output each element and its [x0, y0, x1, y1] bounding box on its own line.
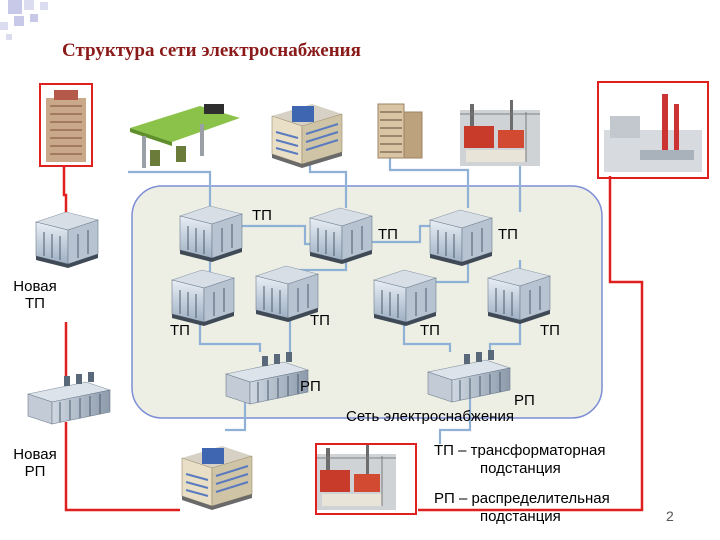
residential-tower-picture — [39, 83, 93, 167]
tp-label: ТП — [252, 207, 272, 224]
apartment-tower-picture — [377, 103, 423, 159]
rp-label: РП — [514, 392, 535, 409]
power-plant-picture — [597, 81, 709, 179]
tp-label: ТП — [540, 322, 560, 339]
tp-label: ТП — [498, 226, 518, 243]
new-rp-label: Новая РП — [8, 446, 62, 480]
factory-picture — [459, 99, 541, 167]
tp-label: ТП — [378, 226, 398, 243]
line-newrp-office — [64, 422, 180, 512]
line-tp4-rp1 — [198, 324, 262, 352]
tp-label: ТП — [420, 322, 440, 339]
line-tp7-rp2 — [488, 322, 522, 352]
rp-label: РП — [300, 378, 321, 395]
gas-station-picture — [130, 104, 240, 168]
tp-icon — [171, 269, 235, 327]
new-tp-label-line1: Новая — [13, 278, 57, 295]
legend-tp-line1: ТП – трансформаторная — [434, 442, 606, 459]
legend-tp-line2: подстанция — [480, 460, 561, 477]
line-house-newtp — [62, 166, 68, 222]
new-rp-label-line2: РП — [24, 463, 46, 480]
new-rp-label-line1: Новая — [13, 446, 57, 463]
line-rp1-office — [225, 400, 247, 432]
tp-icon — [309, 207, 373, 265]
legend-rp-line2: подстанция — [480, 508, 561, 525]
tp-icon — [429, 209, 493, 267]
tp-label: ТП — [170, 322, 190, 339]
line-station-tp1 — [128, 170, 212, 208]
tp-icon — [179, 205, 243, 263]
page-title: Структура сети электроснабжения — [62, 40, 361, 61]
line-plant-factory — [418, 176, 644, 512]
new-tp-label: Новая ТП — [8, 278, 62, 312]
tp-icon — [487, 267, 551, 325]
legend-rp-line1: РП – распределительная — [434, 490, 610, 507]
network-caption: Сеть электроснабжения — [346, 408, 514, 425]
legend-rp: РП – распределительная подстанция — [434, 490, 610, 526]
new-office-building-picture — [181, 445, 253, 511]
new-tp-label-line2: ТП — [25, 295, 45, 312]
new-rp-icon — [27, 371, 111, 425]
new-tp-icon — [35, 211, 99, 269]
office-building-picture — [271, 103, 343, 169]
tp-icon — [255, 265, 319, 323]
legend-tp: ТП – трансформаторная подстанция — [434, 442, 605, 478]
line-rp2-factory — [438, 396, 472, 444]
page-number: 2 — [666, 508, 674, 524]
tp-icon — [373, 269, 437, 327]
new-connection-lines — [62, 166, 644, 512]
line-tp6-rp2 — [402, 322, 452, 352]
line-tp2-tp3 — [372, 224, 436, 244]
new-factory-picture — [315, 443, 397, 511]
tp-label: ТП — [310, 312, 330, 329]
corner-decoration — [0, 0, 48, 40]
new-factory-frame — [315, 443, 417, 515]
